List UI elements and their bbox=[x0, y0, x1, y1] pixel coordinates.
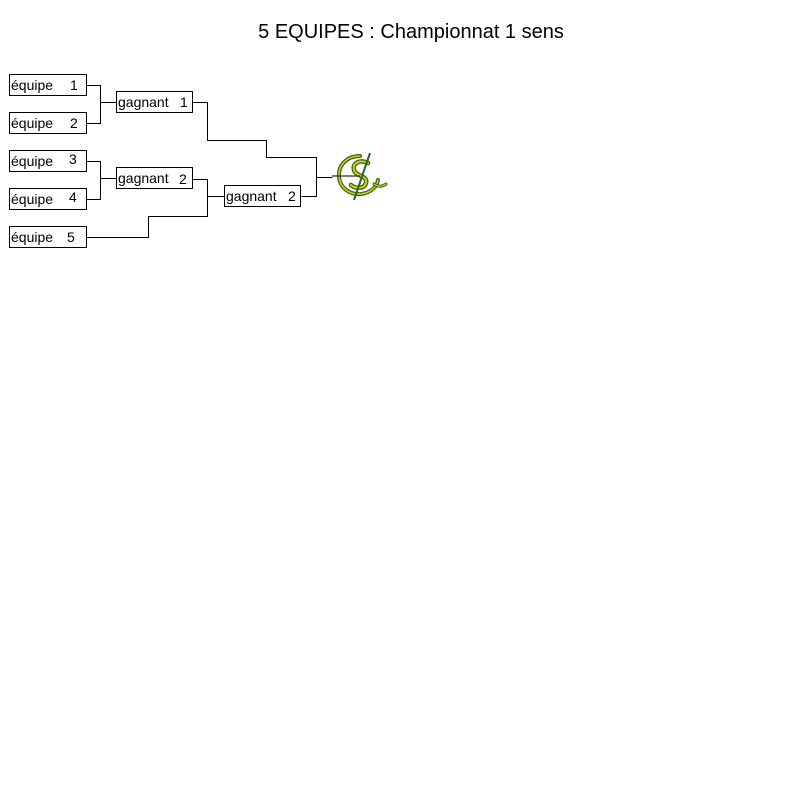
team-label: équipe bbox=[11, 115, 54, 131]
team-label: équipe bbox=[11, 153, 54, 169]
team-number: 1 bbox=[70, 77, 78, 93]
winner-label: gagnant bbox=[118, 94, 169, 110]
winner-label: gagnant bbox=[226, 188, 277, 204]
page-title: 5 EQUIPES : Championnat 1 sens bbox=[258, 21, 564, 43]
team-number: 4 bbox=[69, 189, 77, 205]
team-box-4: équipe 4 bbox=[9, 188, 87, 210]
team-box-1: équipe 1 bbox=[9, 74, 87, 96]
connector-line bbox=[86, 85, 101, 124]
team-number: 3 bbox=[69, 151, 77, 167]
team-label: équipe bbox=[11, 191, 54, 207]
connector-line bbox=[86, 179, 208, 238]
connector-line bbox=[192, 102, 317, 197]
connector-line bbox=[86, 161, 101, 200]
club-emblem-icon bbox=[332, 152, 388, 201]
winner-box-2: gagnant 2 bbox=[116, 167, 193, 189]
team-number: 2 bbox=[70, 115, 78, 131]
winner-number: 2 bbox=[288, 188, 296, 204]
winner-box-3: gagnant 2 bbox=[224, 185, 301, 207]
team-label: équipe bbox=[11, 77, 54, 93]
winner-label: gagnant bbox=[118, 170, 169, 186]
team-label: équipe bbox=[11, 229, 54, 245]
winner-number: 2 bbox=[179, 171, 187, 187]
winner-box-1: gagnant 1 bbox=[116, 91, 193, 113]
team-box-3: équipe 3 bbox=[9, 150, 87, 172]
team-box-5: équipe 5 bbox=[9, 226, 87, 248]
team-box-2: équipe 2 bbox=[9, 112, 87, 134]
winner-number: 1 bbox=[180, 94, 188, 110]
team-number: 5 bbox=[67, 229, 75, 245]
